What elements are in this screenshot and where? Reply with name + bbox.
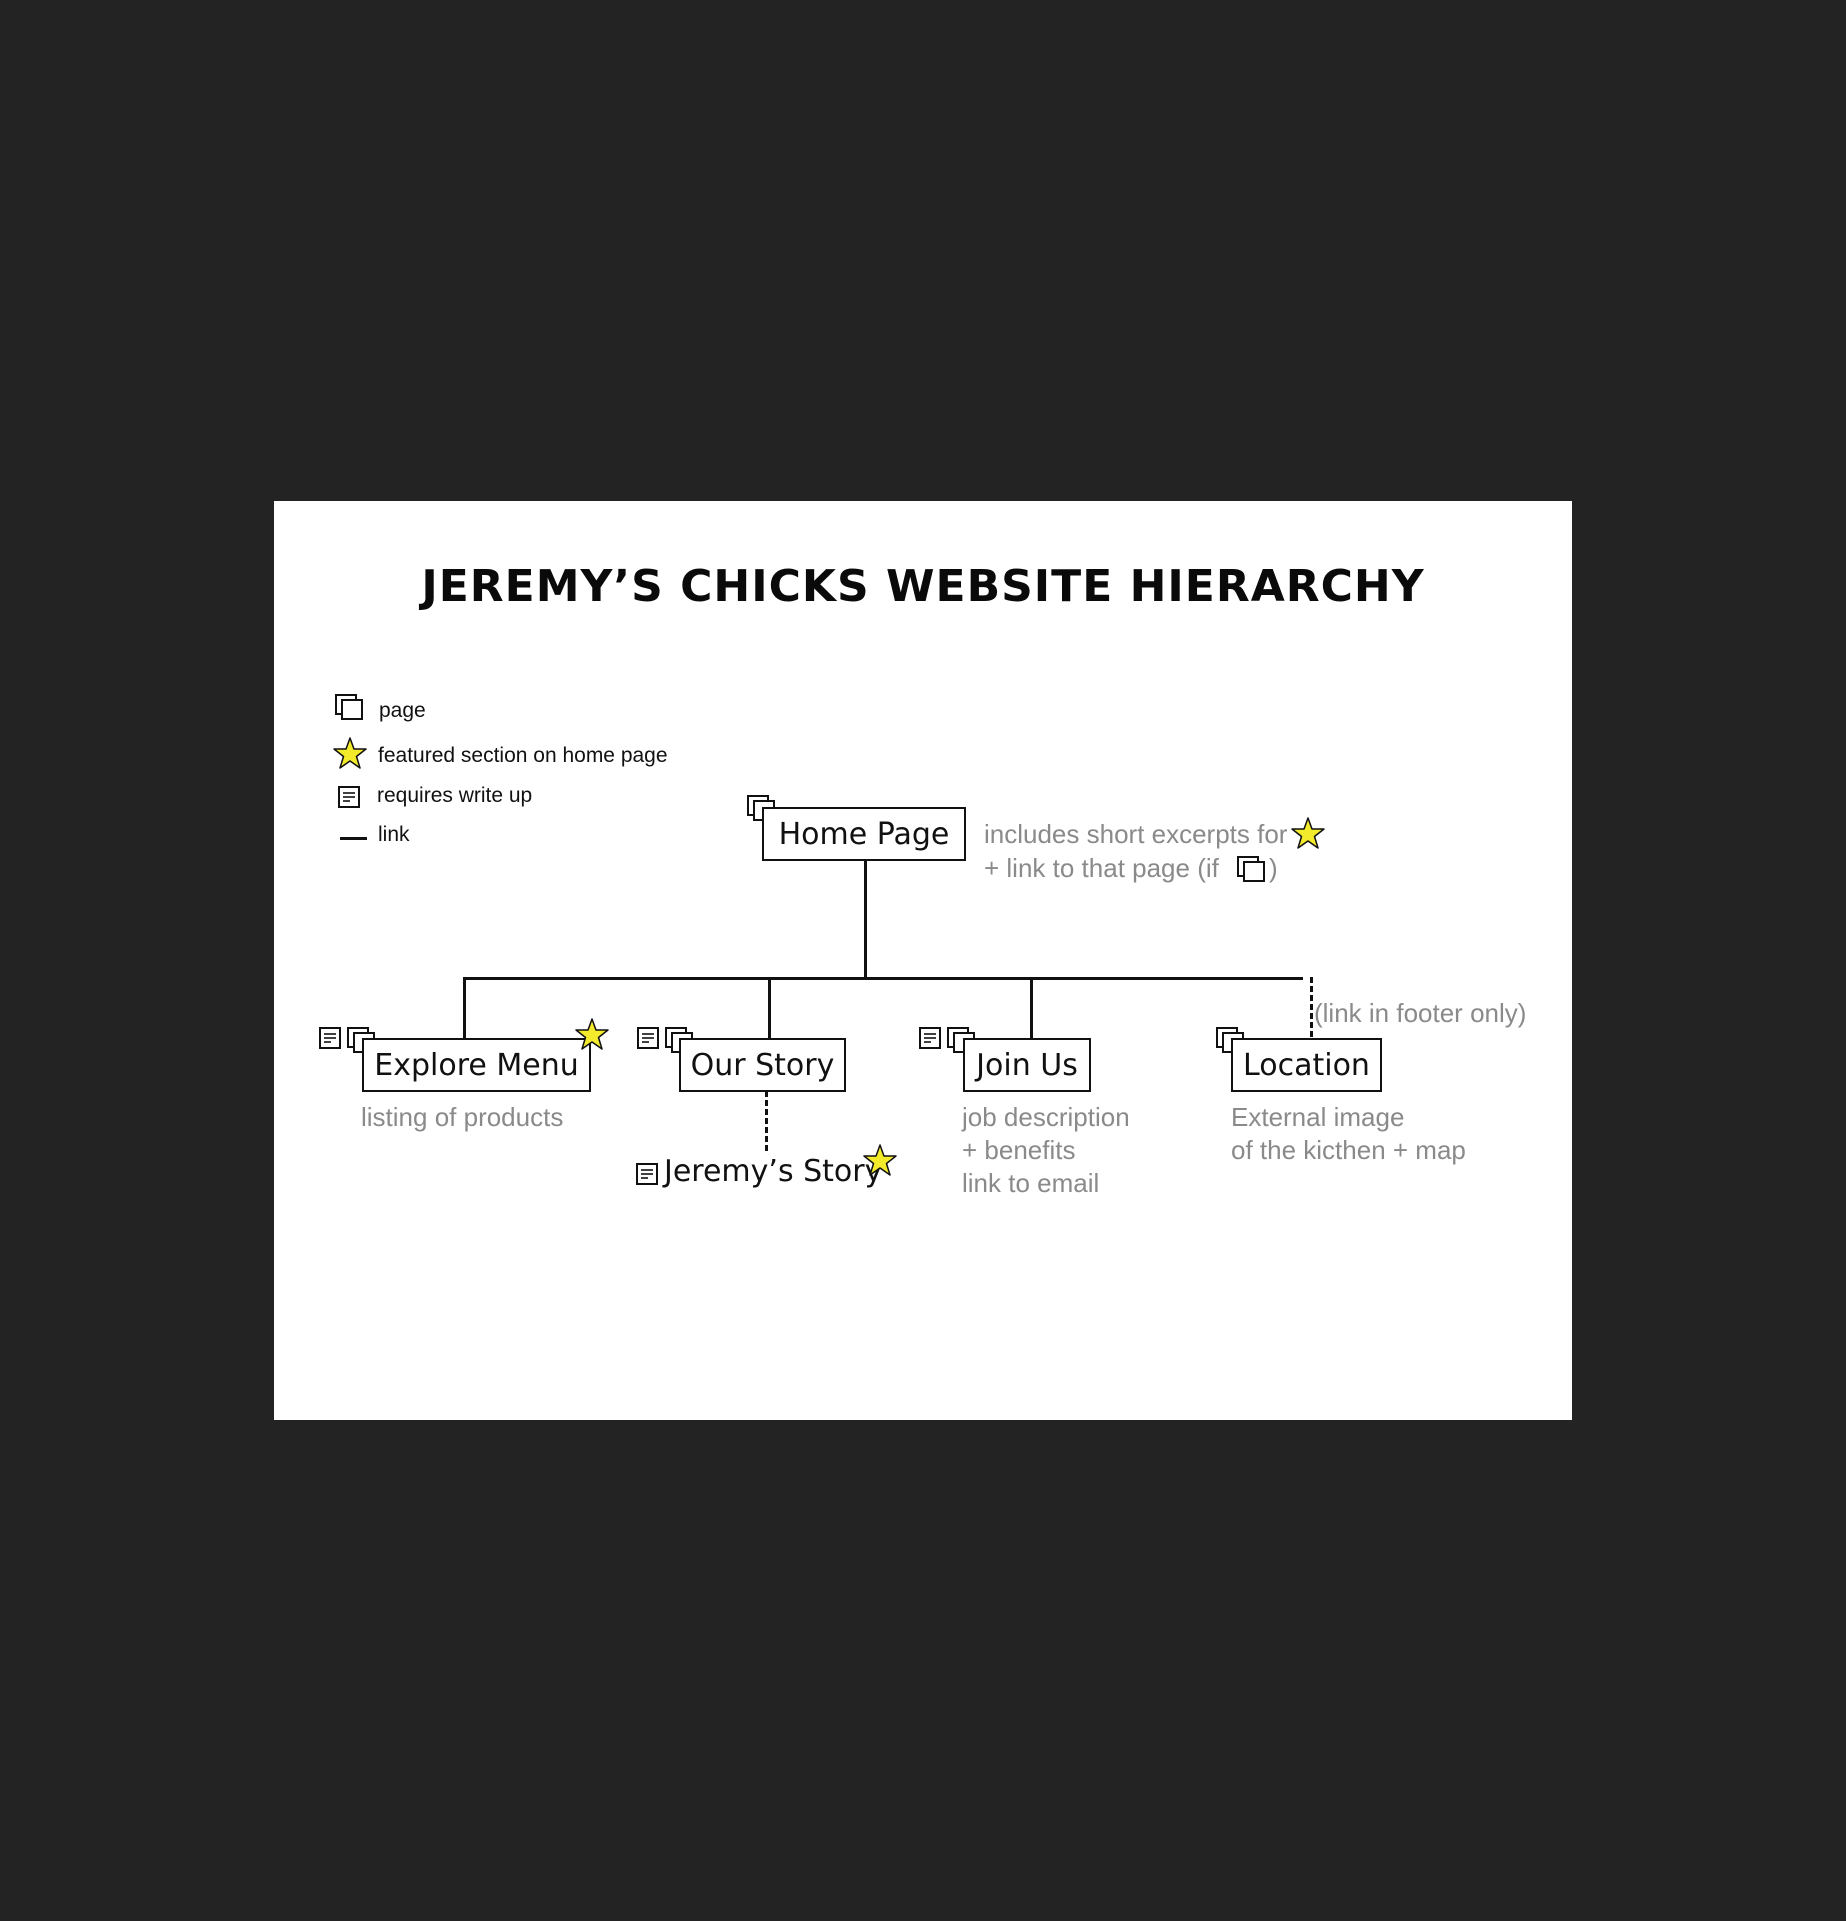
horizontal-connector: [463, 977, 1303, 980]
join-us-note-line1: job description: [962, 1102, 1130, 1132]
join-us-note-line3: link to email: [962, 1168, 1100, 1198]
join-us-node[interactable]: Join Us: [963, 1038, 1091, 1092]
explore-connector: [463, 977, 466, 1039]
writeup-icon: [338, 786, 360, 808]
location-footer-connector: [1310, 977, 1313, 1037]
legend-link-label: link: [378, 823, 410, 846]
home-note-line2: + link to that page (if: [984, 853, 1219, 883]
our-story-node[interactable]: Our Story: [679, 1038, 846, 1092]
home-page-node[interactable]: Home Page: [762, 807, 966, 861]
legend-featured-label: featured section on home page: [378, 744, 668, 767]
page-icon: [1237, 856, 1265, 882]
location-footer-note: (link in footer only): [1314, 998, 1527, 1028]
writeup-icon: [319, 1027, 341, 1049]
join-us-note-line2: + benefits: [962, 1135, 1076, 1165]
location-node[interactable]: Location: [1231, 1038, 1382, 1092]
diagram-title: JEREMY’S CHICKS WEBSITE HIERARCHY: [421, 561, 1425, 612]
writeup-icon: [636, 1163, 658, 1185]
home-note-close: ): [1269, 853, 1278, 883]
writeup-icon: [637, 1027, 659, 1049]
explore-menu-node[interactable]: Explore Menu: [362, 1038, 591, 1092]
star-icon: [575, 1018, 609, 1050]
legend-page-label: page: [379, 699, 426, 722]
legend-writeup-label: requires write up: [377, 784, 533, 807]
writeup-icon: [919, 1027, 941, 1049]
location-note-line1: External image: [1231, 1102, 1405, 1132]
ourstory-connector: [768, 977, 771, 1039]
home-connector: [864, 861, 867, 979]
home-note-line1: includes short excerpts for: [984, 819, 1288, 849]
star-icon: [863, 1144, 897, 1176]
page-icon: [335, 694, 363, 720]
jeremy-story-label[interactable]: Jeremy’s Story: [664, 1154, 883, 1189]
joinus-connector: [1030, 977, 1033, 1039]
explore-menu-note: listing of products: [361, 1102, 564, 1132]
diagram-card: JEREMY’S CHICKS WEBSITE HIERARCHY page f…: [274, 501, 1572, 1420]
jeremy-story-connector: [765, 1091, 768, 1151]
link-line-icon: [340, 837, 367, 840]
star-icon: [333, 737, 367, 769]
location-note-line2: of the kicthen + map: [1231, 1135, 1466, 1165]
star-icon: [1291, 817, 1325, 849]
